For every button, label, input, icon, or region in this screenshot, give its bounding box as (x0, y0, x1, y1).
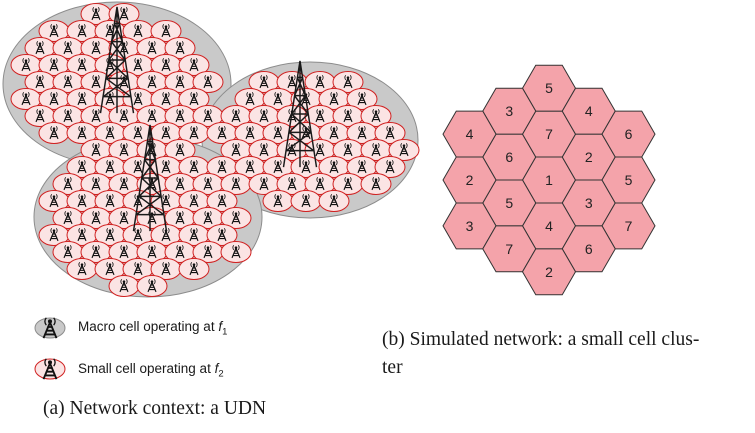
small-cell (66, 258, 98, 280)
hex-cell-label: 1 (545, 172, 553, 188)
hex-cell-label: 4 (466, 126, 474, 142)
caption-a: (a) Network context: a UDN (43, 398, 267, 419)
small-cell (178, 258, 210, 280)
small-cell (332, 71, 364, 93)
hex-cell-label: 2 (585, 149, 593, 165)
legend-small-icon (34, 357, 66, 381)
hex-cell-label: 3 (505, 103, 513, 119)
hex-cell-label: 3 (585, 195, 593, 211)
hex-cell-label: 5 (545, 80, 553, 96)
legend-small-var: f (214, 361, 219, 376)
small-cell (178, 54, 210, 76)
hex-cell-label: 3 (466, 218, 474, 234)
small-cell (206, 224, 238, 246)
hex-cell-label: 4 (545, 218, 553, 234)
small-cell (360, 105, 392, 127)
small-cell (108, 275, 140, 297)
hex-cell-label: 7 (505, 241, 513, 257)
hex-cell-label: 5 (625, 172, 633, 188)
small-cell (164, 37, 196, 59)
small-cell (290, 190, 322, 212)
hex-cell-label: 7 (625, 218, 633, 234)
small-cell (164, 139, 196, 161)
small-cell (192, 71, 224, 93)
small-cell (136, 275, 168, 297)
legend-small-label: Small cell operating at f2 (78, 361, 224, 380)
legend-small-text: Small cell operating at (78, 361, 215, 376)
small-cell (360, 173, 392, 195)
hex-cell-label: 2 (545, 264, 553, 280)
legend-macro-sub: 1 (222, 326, 228, 338)
small-cell (318, 190, 350, 212)
small-cell (38, 122, 70, 144)
small-cell-cluster: 1 2 3 4 5 6 7 5 3 4 4 6 2 5 3 7 7 6 2 (442, 64, 656, 296)
legend-macro-text: Macro cell operating at (78, 319, 219, 334)
small-cell (346, 88, 378, 110)
hex-cell-label: 7 (545, 126, 553, 142)
hex-cell-label: 4 (585, 103, 593, 119)
hex-cell-label: 6 (585, 241, 593, 257)
small-cell (388, 139, 420, 161)
legend-macro-icon (34, 316, 66, 340)
caption-b-line1: (b) Simulated network: a small cell clus… (382, 329, 700, 350)
caption-b-line2: ter (382, 357, 403, 378)
legend-macro-var: f (218, 319, 223, 334)
small-cell (206, 190, 238, 212)
hex-cell-label: 5 (505, 195, 513, 211)
udn-network-illustration (2, 1, 420, 298)
small-cell (178, 88, 210, 110)
small-cell (374, 122, 406, 144)
hex-cell-label: 6 (505, 149, 513, 165)
legend-small-sub: 2 (218, 368, 224, 380)
small-cell (374, 156, 406, 178)
small-cell (220, 207, 252, 229)
small-cell (262, 190, 294, 212)
small-cell (220, 241, 252, 263)
hex-cell: 2 (521, 248, 577, 296)
hex-cell-label: 6 (625, 126, 633, 142)
small-cell (150, 20, 182, 42)
legend-macro-label: Macro cell operating at f1 (78, 319, 227, 338)
hex-cell-label: 2 (466, 172, 474, 188)
